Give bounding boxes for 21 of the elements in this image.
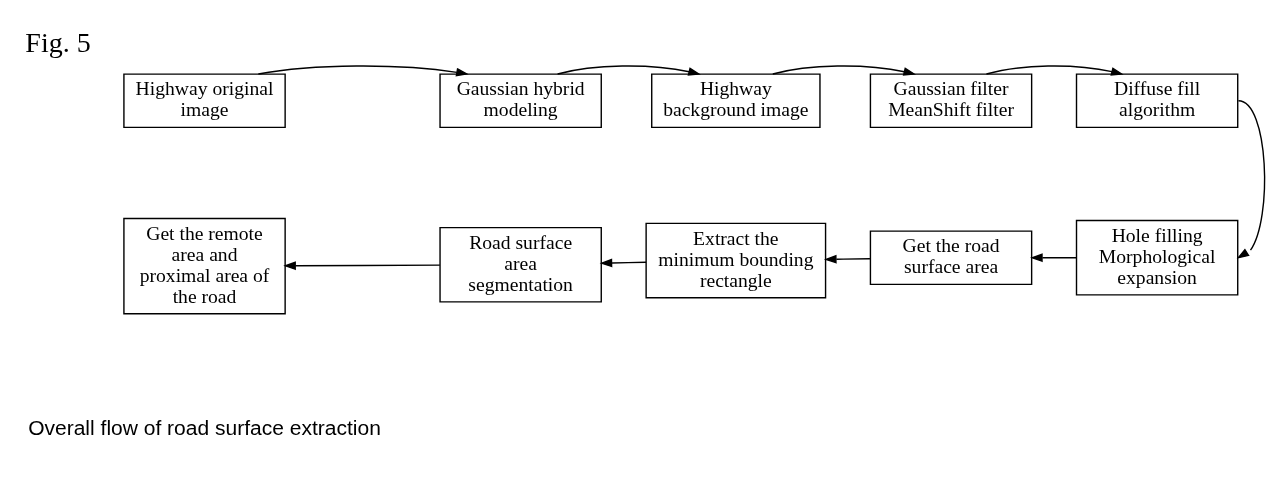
diagram-title: Fig. 5 <box>25 26 91 58</box>
node-box: Highway background image <box>651 72 821 128</box>
arrow <box>599 258 647 267</box>
node-box: Diffuse fill algorithm <box>1075 72 1239 128</box>
arrow <box>257 64 469 77</box>
arrow <box>772 64 917 76</box>
arrow <box>823 254 871 264</box>
arrow <box>1236 99 1266 259</box>
arrow <box>283 260 441 270</box>
arrow <box>556 64 701 76</box>
node-box: Extract the minimum bounding rectangle <box>645 222 827 298</box>
node-box: Get the remote area and proximal area of the road <box>123 217 286 314</box>
node-box: Hole filling Morphological expansion <box>1075 219 1239 296</box>
node-box: Gaussian hybrid modeling <box>439 72 602 128</box>
node-box: Road surface area segmentation <box>439 226 602 303</box>
arrow <box>985 64 1124 76</box>
node-box: Gaussian filter MeanShift filter <box>869 72 1033 128</box>
arrow <box>1030 252 1077 262</box>
node-box: Highway original image <box>123 72 286 128</box>
caption: Overall flow of road surface extraction <box>28 415 381 439</box>
node-box: Get the road surface area <box>869 229 1033 285</box>
